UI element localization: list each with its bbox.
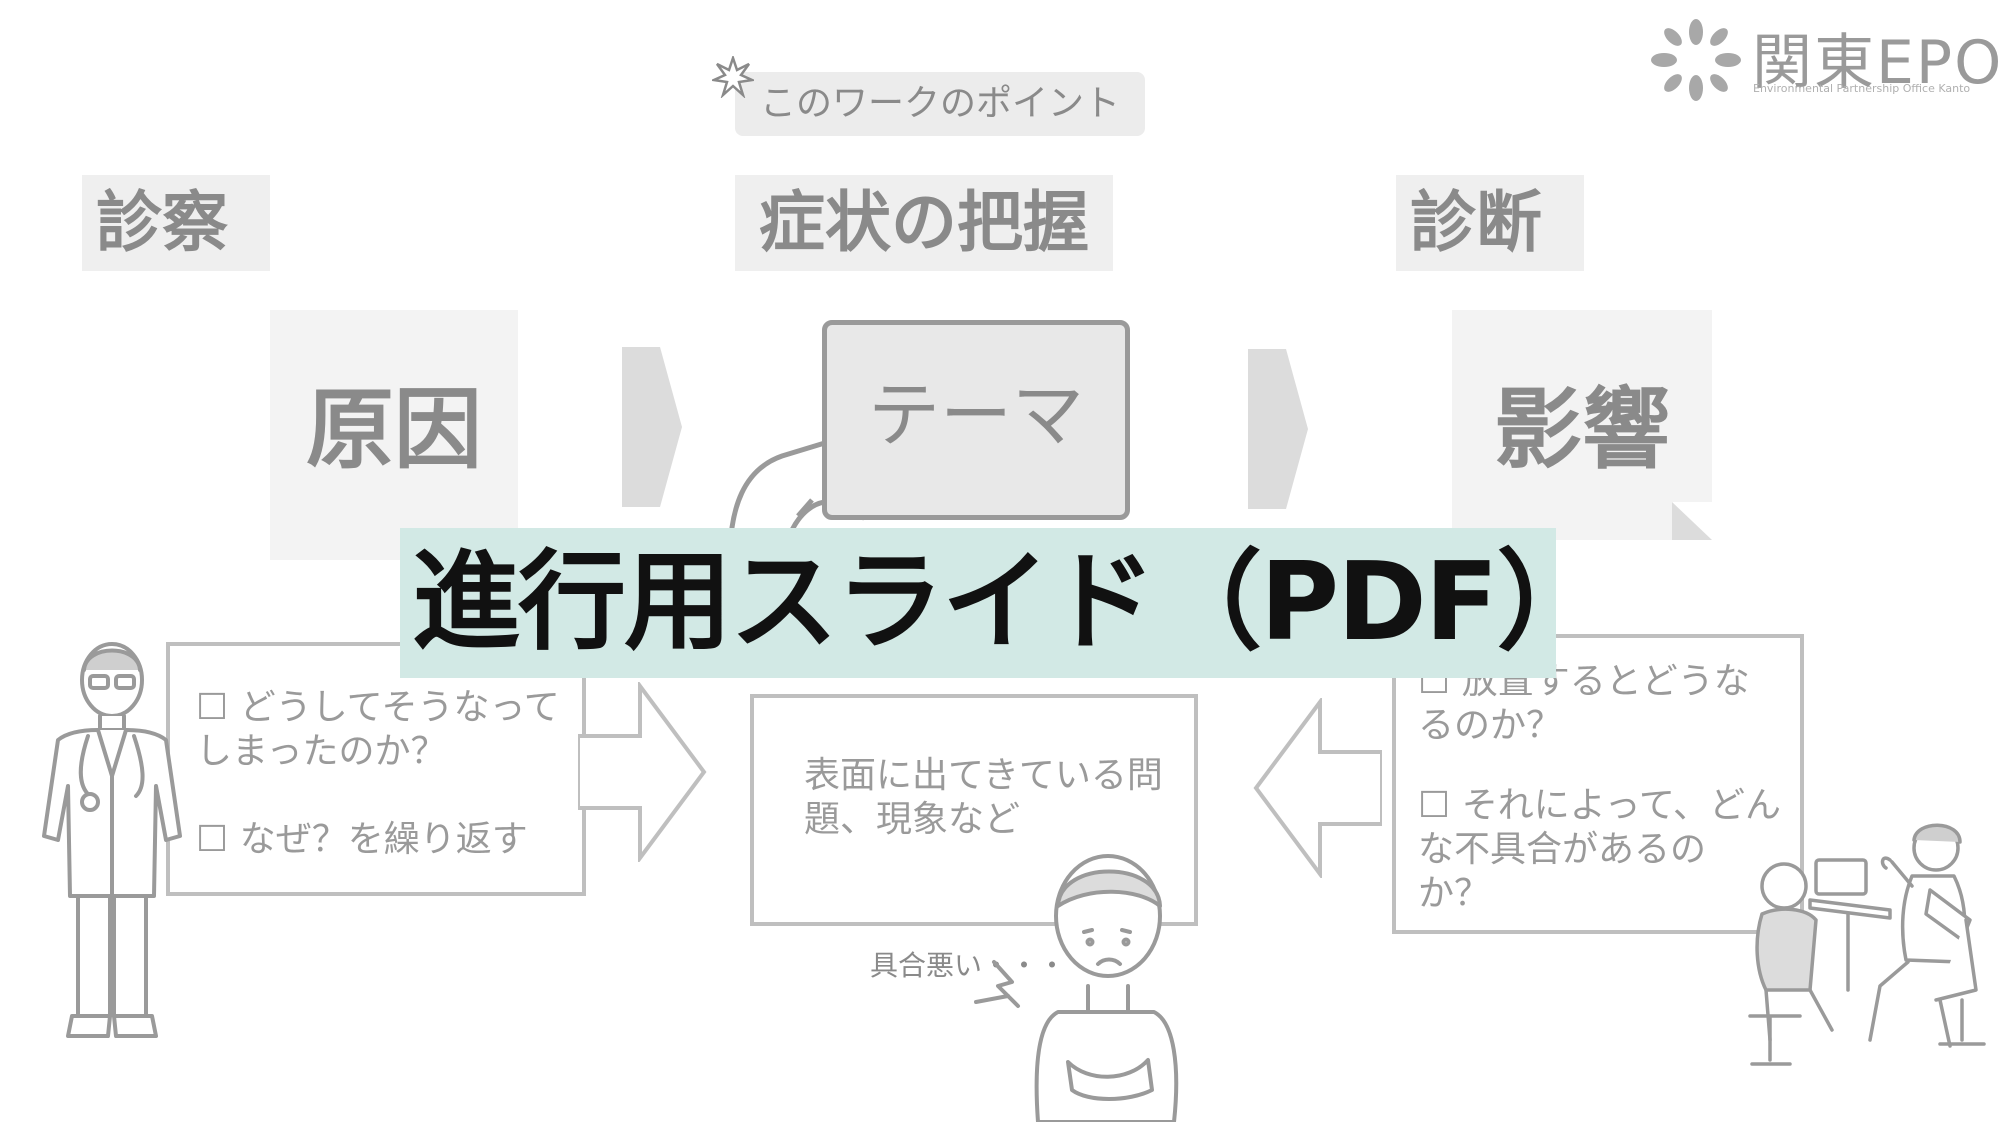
kanto-epo-logo-icon [1651,19,1741,101]
logo-tagline: Environmental Partnership Office Kanto [1753,82,1971,95]
header-examination: 診察 [82,175,270,271]
effect-card: 影響 [1452,310,1712,540]
arrow-right-icon [578,682,707,862]
card-fold-corner [1672,502,1712,540]
cause-question-2: ☐ なぜ？を繰り返す [196,819,528,860]
arrow-left-icon [1253,698,1382,878]
cause-card: 原因 [270,310,518,560]
theme-card: テーマ [822,320,1130,520]
patient-illustration [974,854,1179,1122]
doctor-illustration [42,642,182,1038]
symptom-box: 表面に出てきている問 題、現象など [750,694,1198,926]
sparkle-icon [712,56,754,98]
effect-questions-box: ☐ 放置するとどうな るのか？ ☐ それによって、どん な不具合があるの か？ [1392,634,1804,934]
symptom-description: 表面に出てきている問 題、現象など [804,755,1163,840]
header-diagnosis: 診断 [1396,175,1584,271]
cause-question-1: ☐ どうしてそうなって しまったのか？ [196,687,560,772]
work-point-label: このワークのポイント [735,72,1145,136]
logo-name: 関東EPO [1752,28,2000,98]
header-symptom-grasp: 症状の把握 [735,175,1113,271]
consultation-illustration [1748,823,1986,1066]
slide-title-banner: 進行用スライド（PDF） [400,528,1605,678]
cause-questions-box: ☐ どうしてそうなって しまったのか？ ☐ なぜ？を繰り返す [166,642,586,896]
chevron-right-icon [622,347,682,507]
effect-question-2: ☐ それによって、どん な不具合があるの か？ [1418,785,1782,914]
chevron-right-icon [1248,349,1308,509]
patient-caption: 具合悪い・・・ [870,949,1067,982]
